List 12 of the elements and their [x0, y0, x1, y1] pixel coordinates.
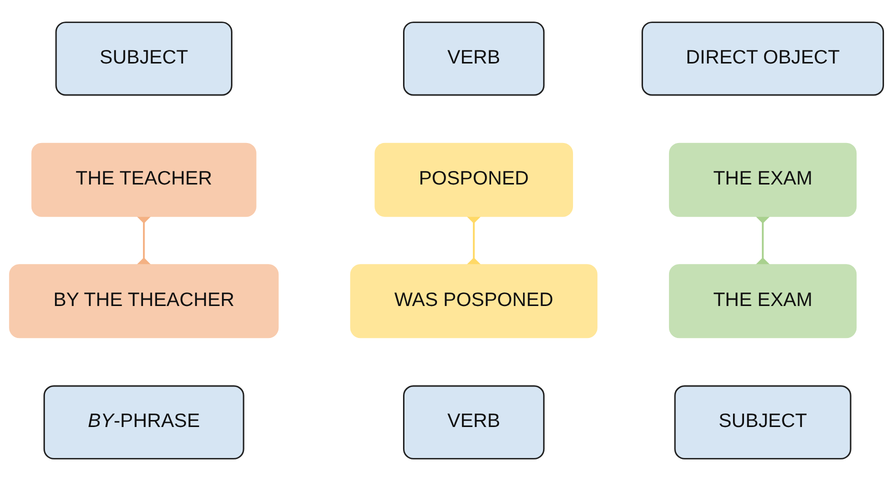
node-box: THE EXAM	[668, 142, 857, 217]
node-box: VERB	[403, 385, 545, 460]
node-box: WAS POSPONED	[350, 264, 598, 338]
node-box: THE TEACHER	[31, 142, 256, 217]
node-box: DIRECT OBJECT	[642, 22, 884, 96]
node-box: BY THE THEACHER	[9, 264, 279, 338]
node-box: SUBJECT	[55, 22, 232, 96]
node-box: POSPONED	[374, 142, 574, 217]
node-box: BY-PHRASE	[43, 385, 244, 460]
node-box: VERB	[403, 22, 545, 96]
node-box: SUBJECT	[674, 385, 852, 460]
node-box: THE EXAM	[668, 264, 857, 338]
